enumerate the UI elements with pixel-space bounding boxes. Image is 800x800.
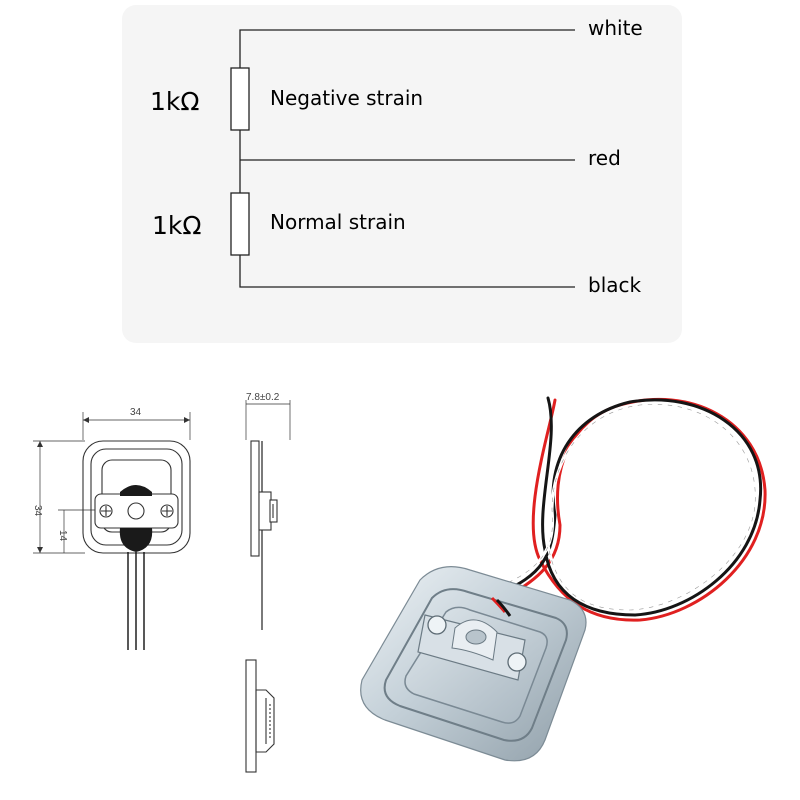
front-view-drawing	[33, 412, 191, 650]
wire-black-line	[239, 255, 575, 288]
wire-loop-red	[498, 397, 767, 622]
screw-right	[507, 652, 527, 672]
wire-black-label: black	[588, 273, 642, 297]
screw-left	[427, 615, 447, 635]
resistor-bottom	[230, 192, 250, 256]
wire-white-label: white	[588, 16, 643, 40]
width-dimension: 34	[130, 407, 142, 418]
resistor-bottom-label: Normal strain	[270, 210, 406, 234]
side-view-drawing	[245, 400, 291, 630]
height-dimension: 34	[32, 505, 43, 517]
thickness-dimension: 7.8±0.2	[246, 392, 280, 403]
circuit-panel	[122, 5, 682, 343]
wire-loop-white	[488, 402, 757, 612]
circuit-diagram: 1kΩ Negative strain 1kΩ Normal strain wh…	[122, 5, 682, 343]
wire-red-label: red	[588, 146, 621, 170]
resistor-top-label: Negative strain	[270, 86, 423, 110]
resistor-top-value: 1kΩ	[150, 87, 200, 116]
resistor-top	[230, 67, 250, 131]
wire-white-line	[239, 29, 575, 68]
bottom-view-drawing	[245, 659, 275, 773]
inner-dimension: 14	[57, 530, 68, 542]
resistor-bottom-value: 1kΩ	[152, 211, 202, 240]
load-cell-photo	[360, 396, 767, 762]
